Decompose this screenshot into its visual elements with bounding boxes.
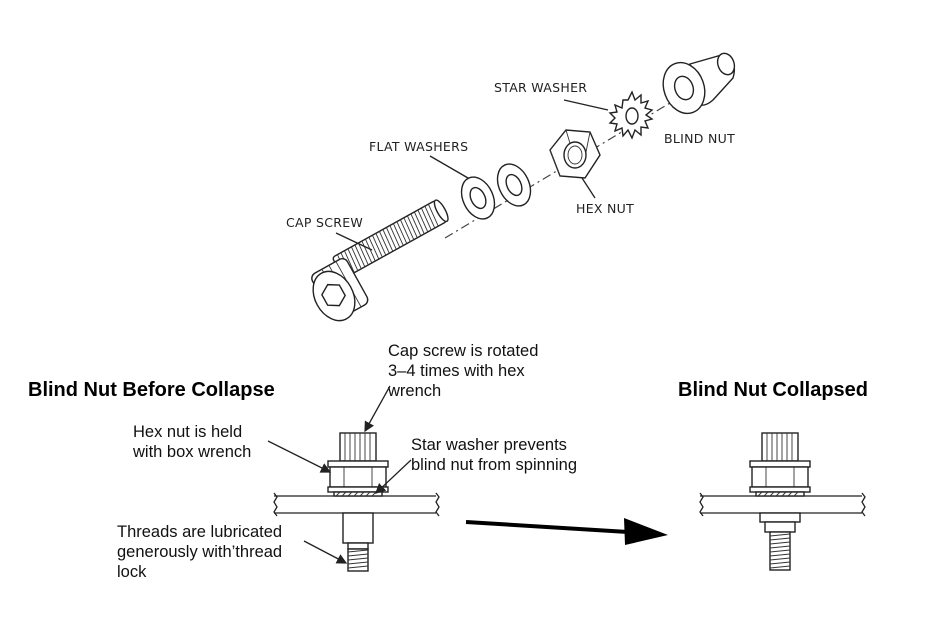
star-washer-note-arrow	[375, 459, 412, 494]
threads-note-line3: lock	[117, 563, 147, 581]
before-hex-nut	[329, 466, 387, 488]
transition-arrow	[465, 518, 668, 545]
before-threads	[347, 548, 369, 572]
cap-screw-note-line3: wrench	[387, 382, 441, 400]
before-flat-washer	[327, 460, 389, 468]
star-washer-note-line1: Star washer prevents	[411, 436, 567, 454]
cap-screw-note-arrow	[364, 385, 391, 433]
hex-nut-note-line1: Hex nut is held	[133, 423, 242, 441]
assembly-axis-line	[444, 81, 706, 239]
flat-washers-leader	[429, 155, 469, 179]
after-star-washer	[755, 491, 805, 497]
after-flat-washer	[749, 460, 811, 468]
threads-note-line2: generously with’thread	[117, 543, 282, 561]
hex-nut-part	[549, 129, 601, 179]
after-threads	[769, 531, 791, 571]
collapsed-view: Blind Nut Collapsed	[678, 379, 868, 571]
flat-washers-label: FLAT WASHERS	[369, 139, 468, 154]
cap-screw-note-line2: 3–4 times with hex	[388, 362, 525, 380]
cap-screw-leader	[335, 232, 373, 251]
before-cap-screw-head	[339, 432, 377, 462]
hex-nut-note-arrow	[267, 440, 332, 473]
flat-washer-part-2	[496, 163, 532, 207]
cap-screw-label: CAP SCREW	[286, 215, 363, 230]
after-collapsed-blind-nut	[759, 512, 801, 533]
blind-nut-label: BLIND NUT	[664, 131, 735, 146]
collapsed-title: Blind Nut Collapsed	[678, 379, 868, 401]
before-blind-nut-body	[342, 512, 374, 550]
star-washer-leader	[563, 99, 609, 111]
threads-note-arrow	[303, 540, 348, 564]
star-washer-label: STAR WASHER	[494, 80, 587, 95]
before-collapse-title: Blind Nut Before Collapse	[28, 379, 275, 401]
hex-nut-leader	[581, 177, 596, 199]
hex-nut-label: HEX NUT	[576, 201, 634, 216]
after-cap-screw-head	[761, 432, 799, 462]
before-star-washer	[333, 491, 383, 497]
after-flat-washer-2	[749, 486, 811, 493]
hex-nut-note-line2: with box wrench	[132, 443, 251, 461]
cap-screw-part	[311, 199, 449, 322]
star-washer-note-line2: blind nut from spinning	[411, 456, 577, 474]
before-collapse-view: Blind Nut Before Collapse	[28, 342, 577, 581]
cap-screw-note-line1: Cap screw is rotated	[388, 342, 538, 360]
after-hex-nut	[751, 466, 809, 488]
exploded-view: CAP SCREW FLAT WASHERS HEX NUT STAR WASH…	[286, 52, 736, 322]
blind-nut-part	[662, 52, 736, 115]
flat-washer-part-1	[460, 176, 496, 220]
threads-note-line1: Threads are lubricated	[117, 523, 282, 541]
star-washer-part	[608, 90, 654, 140]
